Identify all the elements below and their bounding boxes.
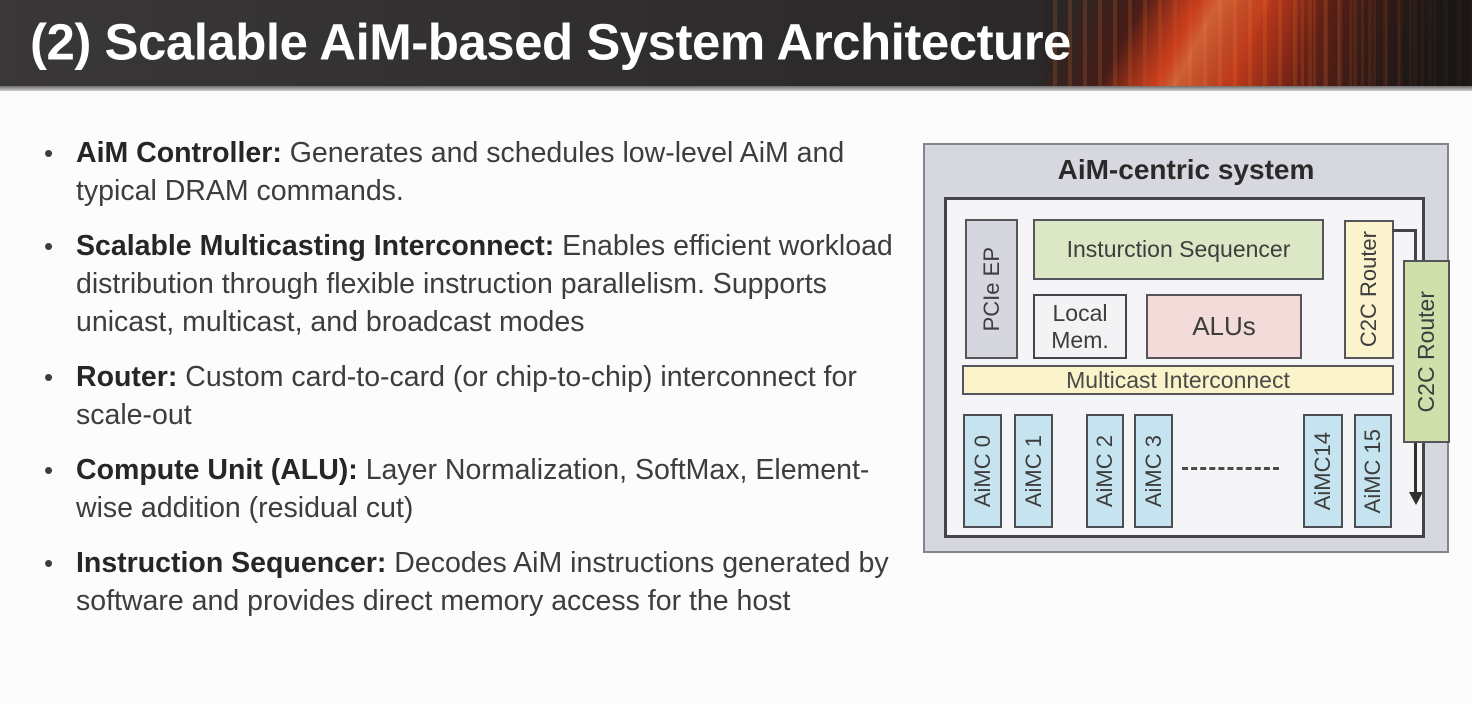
- aimc-1-box: AiMC 1: [1014, 414, 1053, 528]
- router-connector-horizontal: [1392, 229, 1416, 232]
- pcie-ep-box: PCIe EP: [965, 219, 1018, 359]
- aimc-2-label: AiMC 2: [1092, 434, 1117, 508]
- aimc-14-box: AiMC14: [1303, 414, 1343, 528]
- multicast-interconnect-bar: Multicast Interconnect: [962, 365, 1394, 395]
- bullet-term: Instruction Sequencer:: [76, 547, 387, 579]
- aimc-14-label: AiMC14: [1310, 431, 1335, 511]
- aimc-2-box: AiMC 2: [1086, 414, 1124, 528]
- bullet-item-aim-controller: AiM Controller: Generates and schedules …: [38, 134, 906, 210]
- c2c-router-inner-label: C2C Router: [1356, 231, 1381, 348]
- aimc-15-label: AiMC 15: [1360, 428, 1385, 514]
- bullet-desc: Enables efficient workload distribution …: [76, 230, 893, 338]
- c2c-router-inner-box: C2C Router: [1344, 220, 1394, 359]
- bullet-term: Compute Unit (ALU):: [76, 454, 358, 486]
- aimc-3-label: AiMC 3: [1140, 434, 1166, 508]
- slide-header: (2) Scalable AiM-based System Architectu…: [0, 0, 1472, 86]
- bullet-item-router: Router: Custom card-to-card (or chip-to-…: [38, 358, 906, 434]
- scale-out-arrow-line: [1414, 441, 1417, 493]
- alus-label: ALUs: [1192, 311, 1256, 341]
- bullet-item-multicasting-interconnect: Scalable Multicasting Interconnect: Enab…: [38, 227, 906, 341]
- bullet-term: Scalable Multicasting Interconnect:: [76, 230, 555, 262]
- c2c-router-outer-label: C2C Router: [1413, 290, 1439, 413]
- bullet-list: AiM Controller: Generates and schedules …: [38, 134, 906, 637]
- bullet-item-instruction-sequencer: Instruction Sequencer: Decodes AiM instr…: [38, 544, 906, 620]
- alus-box: ALUs: [1146, 294, 1302, 359]
- pcie-ep-label: PCIe EP: [978, 246, 1004, 332]
- aimc-0-label: AiMC 0: [969, 434, 995, 508]
- bullet-item-compute-unit: Compute Unit (ALU): Layer Normalization,…: [38, 451, 906, 527]
- instruction-sequencer-label: Insturction Sequencer: [1066, 236, 1291, 262]
- red-stripes-decoration: [1042, 0, 1472, 86]
- multicast-interconnect-label: Multicast Interconnect: [1066, 366, 1290, 393]
- header-divider: [0, 86, 1472, 91]
- bullet-term: AiM Controller:: [76, 137, 282, 169]
- c2c-router-outer-box: C2C Router: [1403, 260, 1450, 443]
- aimc-0-box: AiMC 0: [963, 414, 1002, 528]
- bullet-term: Router:: [76, 361, 178, 393]
- instruction-sequencer-box: Insturction Sequencer: [1033, 219, 1324, 280]
- aimc-3-box: AiMC 3: [1134, 414, 1173, 528]
- diagram-title: AiM-centric system: [1057, 154, 1315, 185]
- architecture-diagram: AiM-centric system PCIe EP Insturction S…: [923, 143, 1450, 553]
- local-mem-label: Local Mem.: [1051, 299, 1109, 353]
- slide-title: (2) Scalable AiM-based System Architectu…: [30, 13, 1071, 71]
- bullet-desc: Layer Normalization, SoftMax, Element-wi…: [76, 454, 870, 524]
- aimc-ellipsis-dashes: [1182, 467, 1279, 470]
- aimc-1-label: AiMC 1: [1020, 434, 1046, 508]
- local-mem-box: Local Mem.: [1033, 294, 1127, 359]
- aimc-15-box: AiMC 15: [1354, 414, 1392, 528]
- bullet-desc: Custom card-to-card (or chip-to-chip) in…: [76, 361, 857, 431]
- bullet-desc: Decodes AiM instructions generated by so…: [76, 547, 889, 617]
- bullet-desc: Generates and schedules low-level AiM an…: [76, 137, 845, 207]
- scale-out-arrow-head: [1408, 492, 1423, 505]
- router-connector-vertical: [1414, 229, 1417, 262]
